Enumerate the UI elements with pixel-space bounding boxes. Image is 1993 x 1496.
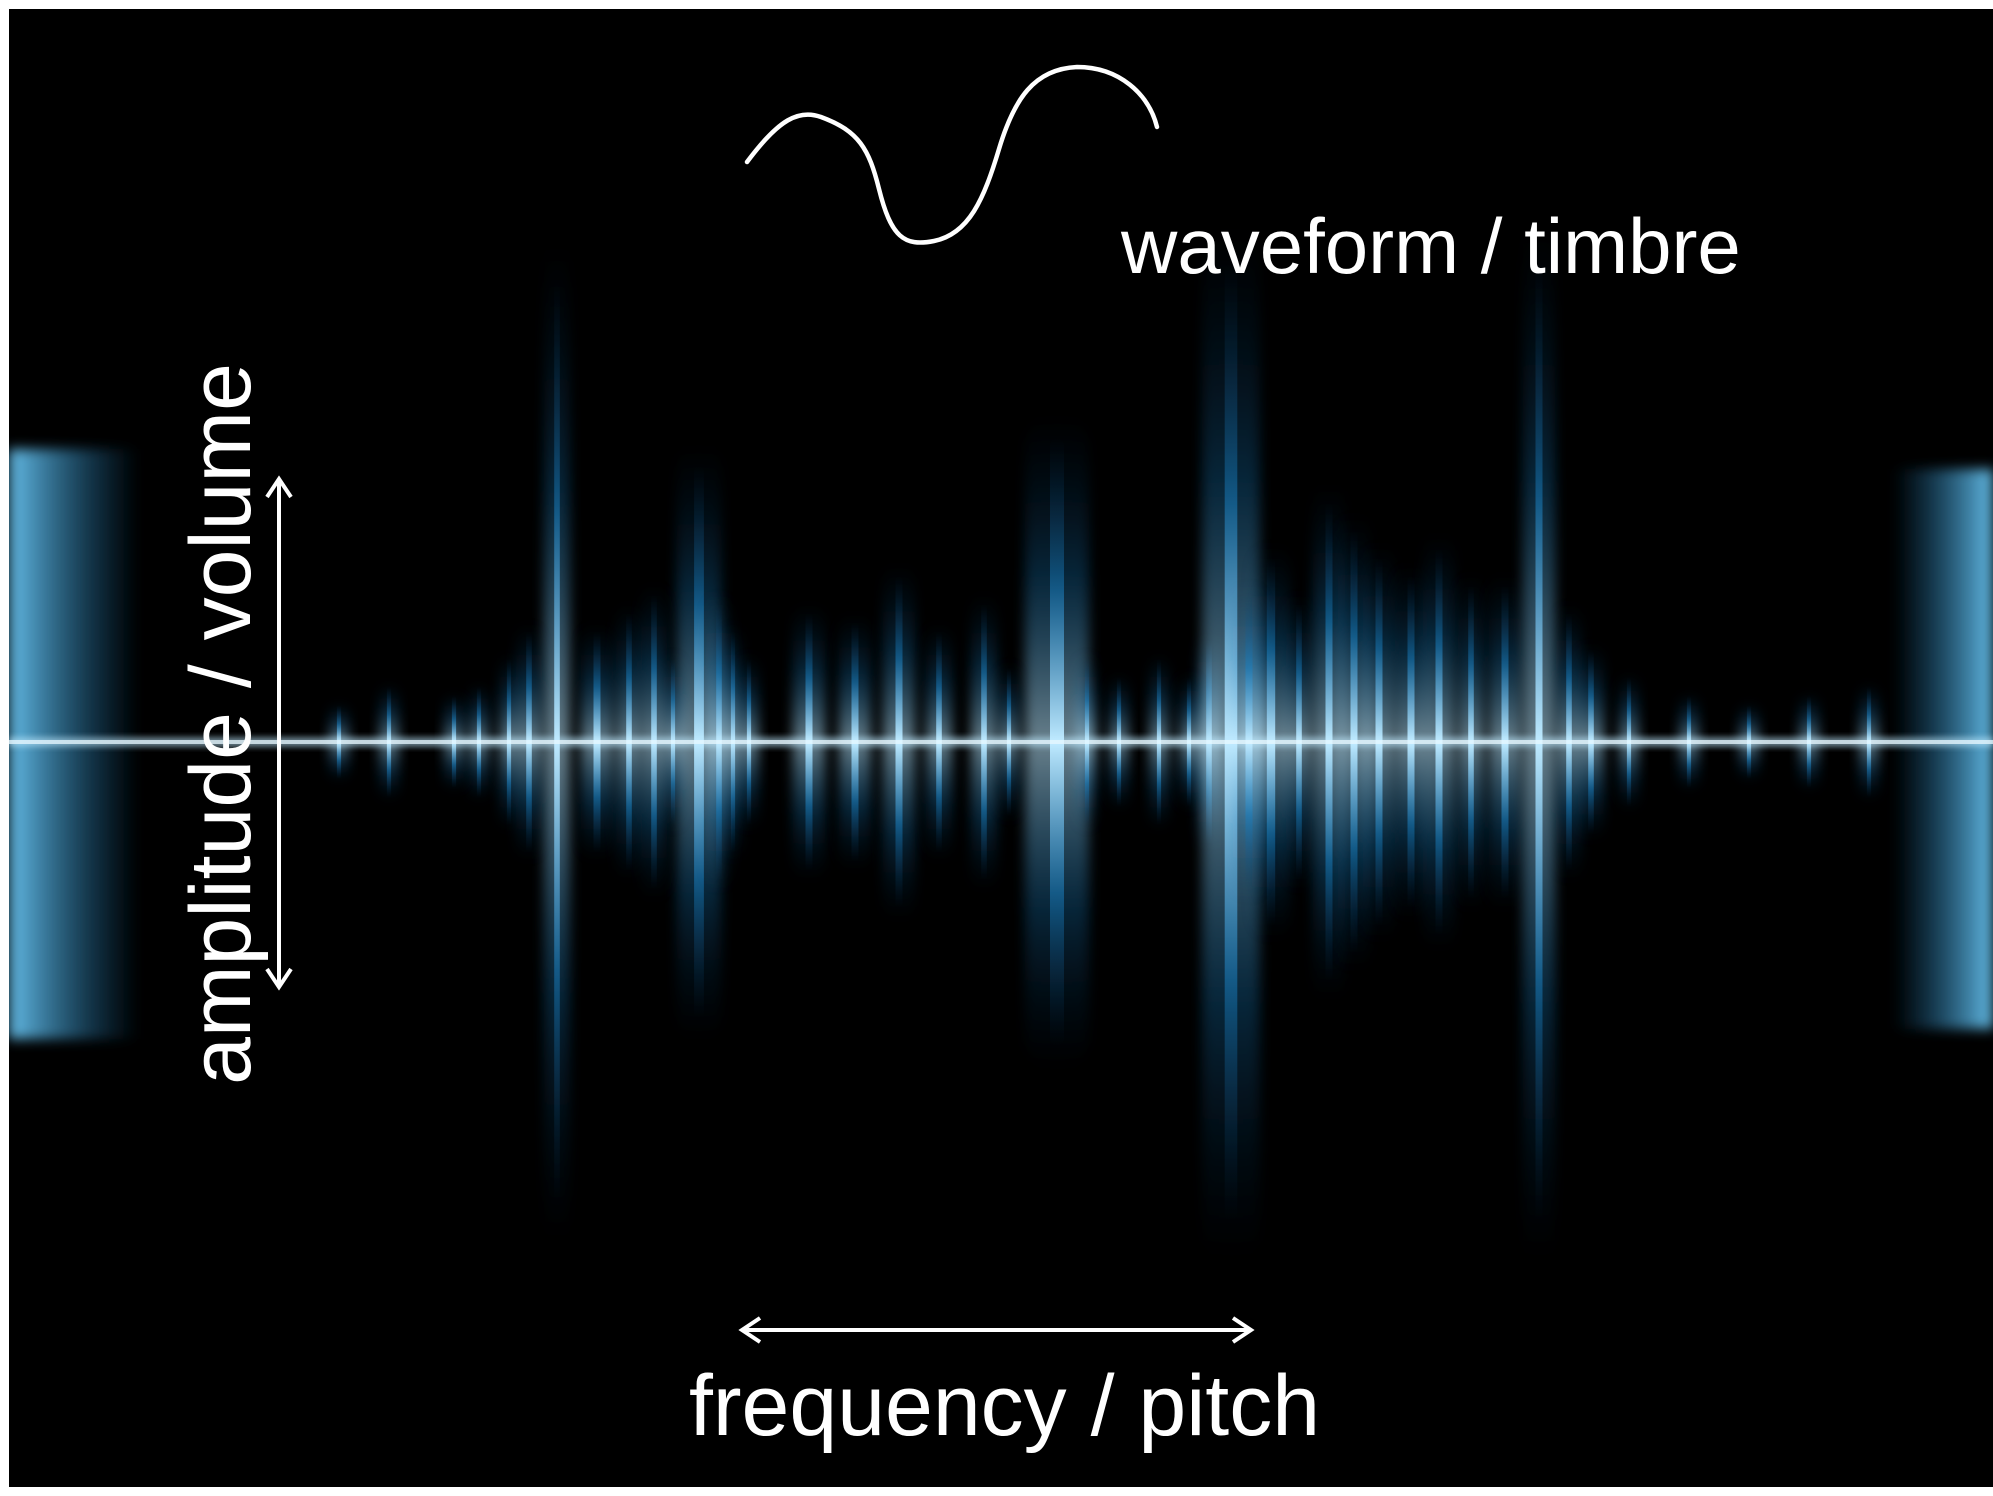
double-arrow-vertical-icon	[265, 475, 293, 991]
waveform-timbre-label: waveform / timbre	[1121, 202, 1741, 290]
sine-wave-icon	[744, 64, 1160, 245]
double-arrow-horizontal-icon	[738, 1316, 1255, 1344]
right-edge-glow	[1893, 469, 1993, 1029]
center-baseline	[9, 740, 1993, 744]
amplitude-volume-label: amplitude / volume	[173, 363, 269, 1085]
frequency-pitch-label: frequency / pitch	[689, 1358, 1321, 1454]
sound-wave-panel: waveform / timbre amplitude / volume fre…	[9, 9, 1993, 1487]
sound-waveform-visualization	[9, 222, 1993, 1262]
annotation-overlay	[265, 64, 1255, 1344]
